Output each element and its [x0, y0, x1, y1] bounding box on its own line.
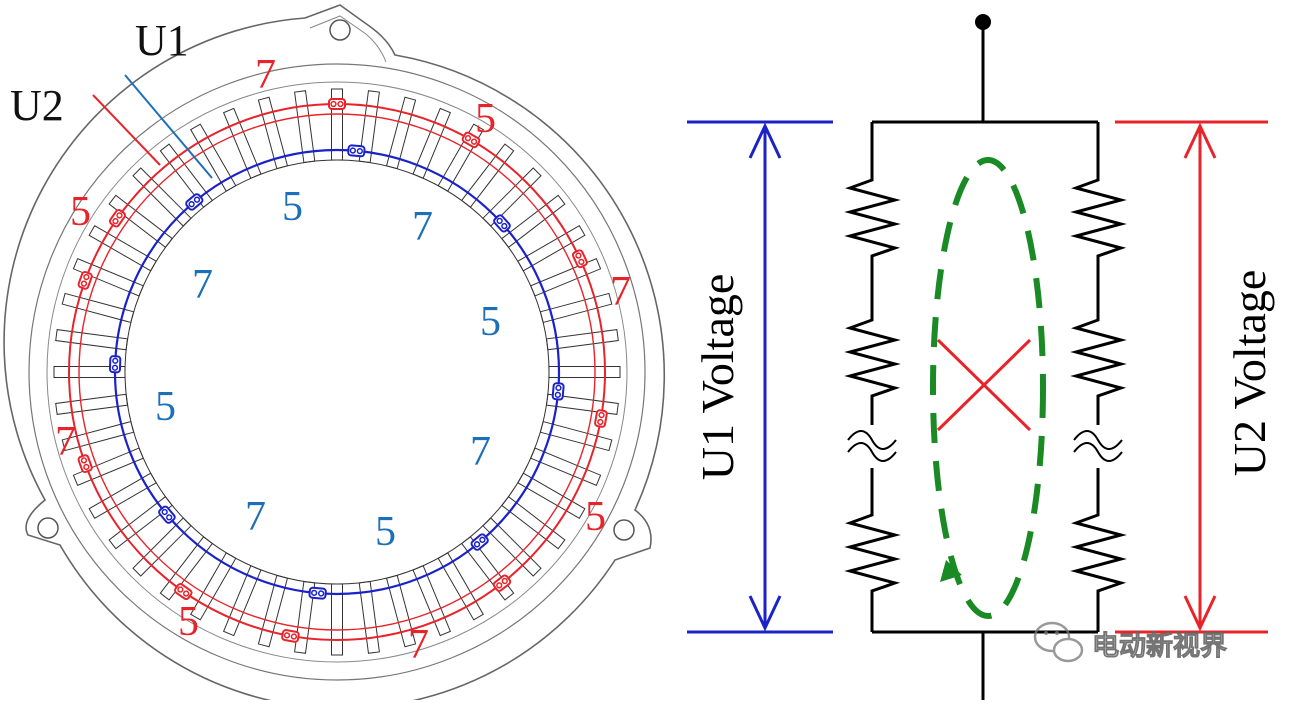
blue-number-5: 5 [375, 509, 396, 555]
winding-connector-marker [594, 409, 608, 428]
blue-number-2: 7 [412, 204, 433, 250]
winding-connector-marker [174, 583, 193, 601]
left-branch-wire [844, 122, 901, 425]
stator-slots [53, 88, 621, 656]
stator-slot [222, 107, 262, 179]
mount-hole-right [613, 519, 635, 541]
u1-leader-line [124, 74, 213, 179]
circulating-current-arrow [940, 560, 962, 582]
red-number-left: 7 [55, 419, 76, 465]
blue-number-3: 5 [480, 299, 501, 345]
stator-slot [61, 292, 135, 324]
blue-number-7: 5 [155, 384, 176, 430]
stator-slot [530, 257, 602, 297]
mount-hole-top [329, 19, 351, 41]
wechat-icon [1033, 621, 1084, 663]
red-number-bottom: 7 [408, 622, 429, 668]
winding-connector-marker [108, 355, 122, 374]
u2-arrow-head-bottom [1183, 595, 1217, 632]
left-branch-wire-lower [844, 468, 901, 632]
winding-connector-marker [470, 533, 489, 551]
winding-connector-marker [571, 249, 588, 269]
stator-slot [539, 292, 613, 324]
winding-connector-marker [108, 209, 126, 228]
red-number-top: 7 [255, 52, 276, 98]
stator-outer-ring [28, 63, 646, 681]
stator-slot [412, 107, 452, 179]
winding-connector-marker [185, 193, 204, 211]
stator-housing-inner-outline [309, 15, 387, 63]
winding-connector-marker [347, 144, 366, 158]
u2-label: U2 [10, 81, 64, 130]
winding-connector-marker [328, 98, 346, 110]
blue-number-1: 5 [282, 184, 303, 230]
winding-connector-marker [77, 454, 93, 474]
winding-connector-marker [461, 131, 481, 149]
u1-arrow-head-top [748, 122, 782, 159]
watermark-text: 电动新视界 [1092, 630, 1227, 662]
u2-arrow-head-top [1183, 122, 1217, 159]
red-number-right: 7 [610, 269, 631, 315]
mount-hole-left [37, 517, 59, 539]
stator-slot [222, 565, 262, 637]
winding-connector-marker [551, 382, 565, 401]
right-branch-break [1073, 430, 1123, 462]
watermark: 电动新视界 [1033, 621, 1227, 663]
stator-slot [385, 96, 417, 170]
blue-number-8: 7 [192, 262, 213, 308]
u1-arrow-head-bottom [748, 595, 782, 632]
red-number-bottom-left: 5 [178, 599, 199, 645]
red-number-top-right: 5 [475, 96, 496, 142]
u2-winding-inner-circle [78, 113, 596, 631]
winding-connector-marker [281, 629, 300, 643]
u1-voltage-label: U1 Voltage [692, 274, 743, 481]
parallel-circuit-diagram: U1 Voltage U2 Voltage [687, 14, 1275, 700]
red-number-top-left: 5 [70, 189, 91, 235]
right-branch-wire-lower [1070, 468, 1127, 632]
stator-yoke-ring [46, 81, 628, 663]
stator-diagram: U1 U2 7 5 7 5 7 5 7 5 5 7 5 7 5 7 5 7 [3, 4, 666, 705]
winding-connector-marker [493, 214, 511, 233]
u1-label: U1 [135, 16, 189, 65]
winding-connector-marker [158, 505, 176, 524]
red-number-bottom-right: 5 [585, 494, 606, 540]
winding-connector-marker [77, 270, 93, 290]
stator-slot [257, 96, 289, 170]
u2-leader-line [92, 94, 161, 166]
blue-number-4: 7 [470, 429, 491, 475]
red-x-line-2 [936, 338, 1032, 432]
circulating-current-loop [930, 157, 1046, 619]
winding-connector-marker [492, 574, 512, 592]
winding-connector-marker [308, 586, 327, 600]
left-branch-break [847, 430, 897, 462]
winding-connectors [77, 98, 608, 643]
stator-bore [124, 159, 550, 585]
blue-number-6: 7 [245, 494, 266, 540]
right-branch-wire [1070, 122, 1127, 425]
u2-voltage-label: U2 Voltage [1224, 270, 1275, 477]
stator-slot [530, 447, 602, 487]
